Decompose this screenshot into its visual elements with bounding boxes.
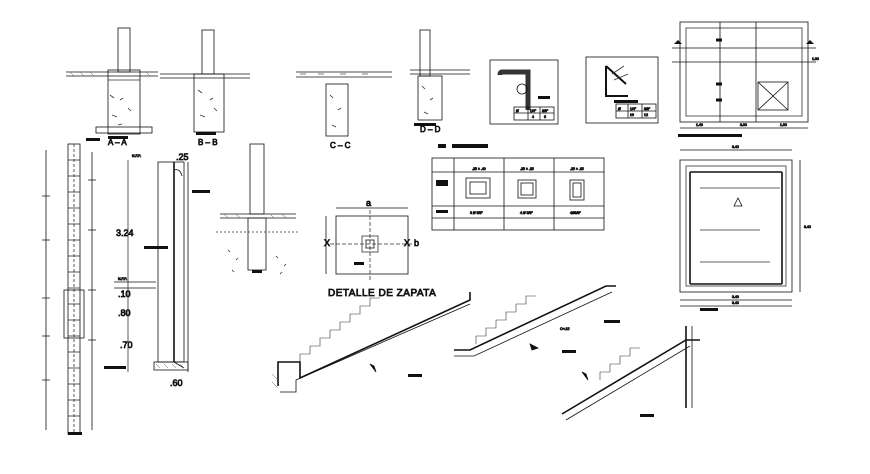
column-dim-80: .80 — [118, 308, 131, 318]
col-bar-0: 6 Ø 5/8" — [470, 211, 483, 215]
section-b-b: B – B — [160, 29, 250, 147]
column-section-table: .25 × .40 .25 × .25 .25 × .15 6 Ø 5/8" 4… — [431, 144, 605, 231]
section-c-label: C – C — [330, 141, 351, 150]
stair-section-3 — [561, 326, 700, 421]
column-nfp-label: N.F.P. — [132, 154, 141, 158]
column-dim-10: .10 — [118, 289, 131, 299]
slab-plan-top: 3.00 1.00 1.40 1.60 — [672, 21, 819, 137]
table2-r0c0: Ø — [618, 107, 621, 111]
zapata-a-dim: a — [366, 198, 371, 208]
hook-detail-1: Ø 1/4" 3/8" 4 6 — [489, 59, 559, 125]
plan2-bottom-dim-2: 3.40 — [732, 301, 739, 305]
stair-c-label: C=.15 — [560, 327, 569, 331]
plan2-right-dim: 3.40 — [804, 225, 811, 229]
table1-r0c2: 3/8" — [542, 109, 549, 113]
column-bottom-dim: .60 — [170, 378, 183, 388]
col-bar-2: 4Ø3/8" — [570, 211, 582, 215]
section-a-a: A – A — [66, 27, 158, 147]
column-height-dim: 3.24 — [116, 228, 134, 238]
zapata-b-dim: b — [414, 238, 419, 248]
table2-r1c2: 12 — [644, 113, 648, 117]
wall-section-center — [216, 143, 300, 275]
column-nfp-label-2: N.F.P. — [118, 277, 127, 281]
plan2-bottom-dim: 3.40 — [732, 295, 739, 299]
col-cell-0: .25 × .40 — [472, 167, 486, 171]
column-elevation-left — [42, 138, 100, 435]
slab-plan-reinforcement: 3.40 3.40 3.40 3.40 — [679, 145, 811, 311]
plan2-top-dim: 3.40 — [732, 145, 739, 149]
column-top-dim: .25 — [176, 152, 189, 162]
table1-r1c2: 6 — [544, 115, 546, 119]
section-c-c: C – C — [296, 71, 392, 150]
plan-top-side: 1.40 — [696, 123, 703, 127]
column-elevation-dims: N.F.P. .25 3.24 .10 .80 .70 .60 N.F.P. — [104, 152, 210, 388]
zapata-x-right: X — [404, 238, 410, 248]
section-d-d: D – D — [410, 29, 470, 134]
zapata-x-left: X — [324, 238, 330, 248]
table1-r0c1: 1/4" — [530, 109, 537, 113]
col-cell-2: .25 × .15 — [570, 167, 584, 171]
plan-top-right-h: 1.00 — [812, 57, 819, 61]
zapata-detail: a X X b DETALLE DE ZAPATA — [324, 198, 437, 300]
section-b-label: B – B — [198, 138, 218, 147]
table1-r1c1: 4 — [532, 115, 534, 119]
hook-detail-2: Ø 1/4" 3/8" 10 12 — [585, 56, 659, 124]
column-dim-70: .70 — [120, 340, 133, 350]
section-d-label: D – D — [420, 125, 441, 134]
plan-top-width: 3.00 — [740, 123, 747, 127]
table2-r0c1: 1/4" — [630, 107, 637, 111]
table1-r0c0: Ø — [516, 109, 519, 113]
stair-section-2: C=.15 — [454, 285, 620, 357]
section-a-label: A – A — [108, 138, 127, 147]
zapata-title: DETALLE DE ZAPATA — [328, 288, 436, 299]
col-cell-1: .25 × .25 — [520, 167, 534, 171]
table2-r1c1: 10 — [630, 113, 634, 117]
plan-top-sub: 1.60 — [780, 123, 787, 127]
col-bar-1: 4 Ø 5/8" — [520, 211, 533, 215]
stair-section-1 — [271, 292, 471, 393]
table2-r0c2: 3/8" — [644, 107, 651, 111]
